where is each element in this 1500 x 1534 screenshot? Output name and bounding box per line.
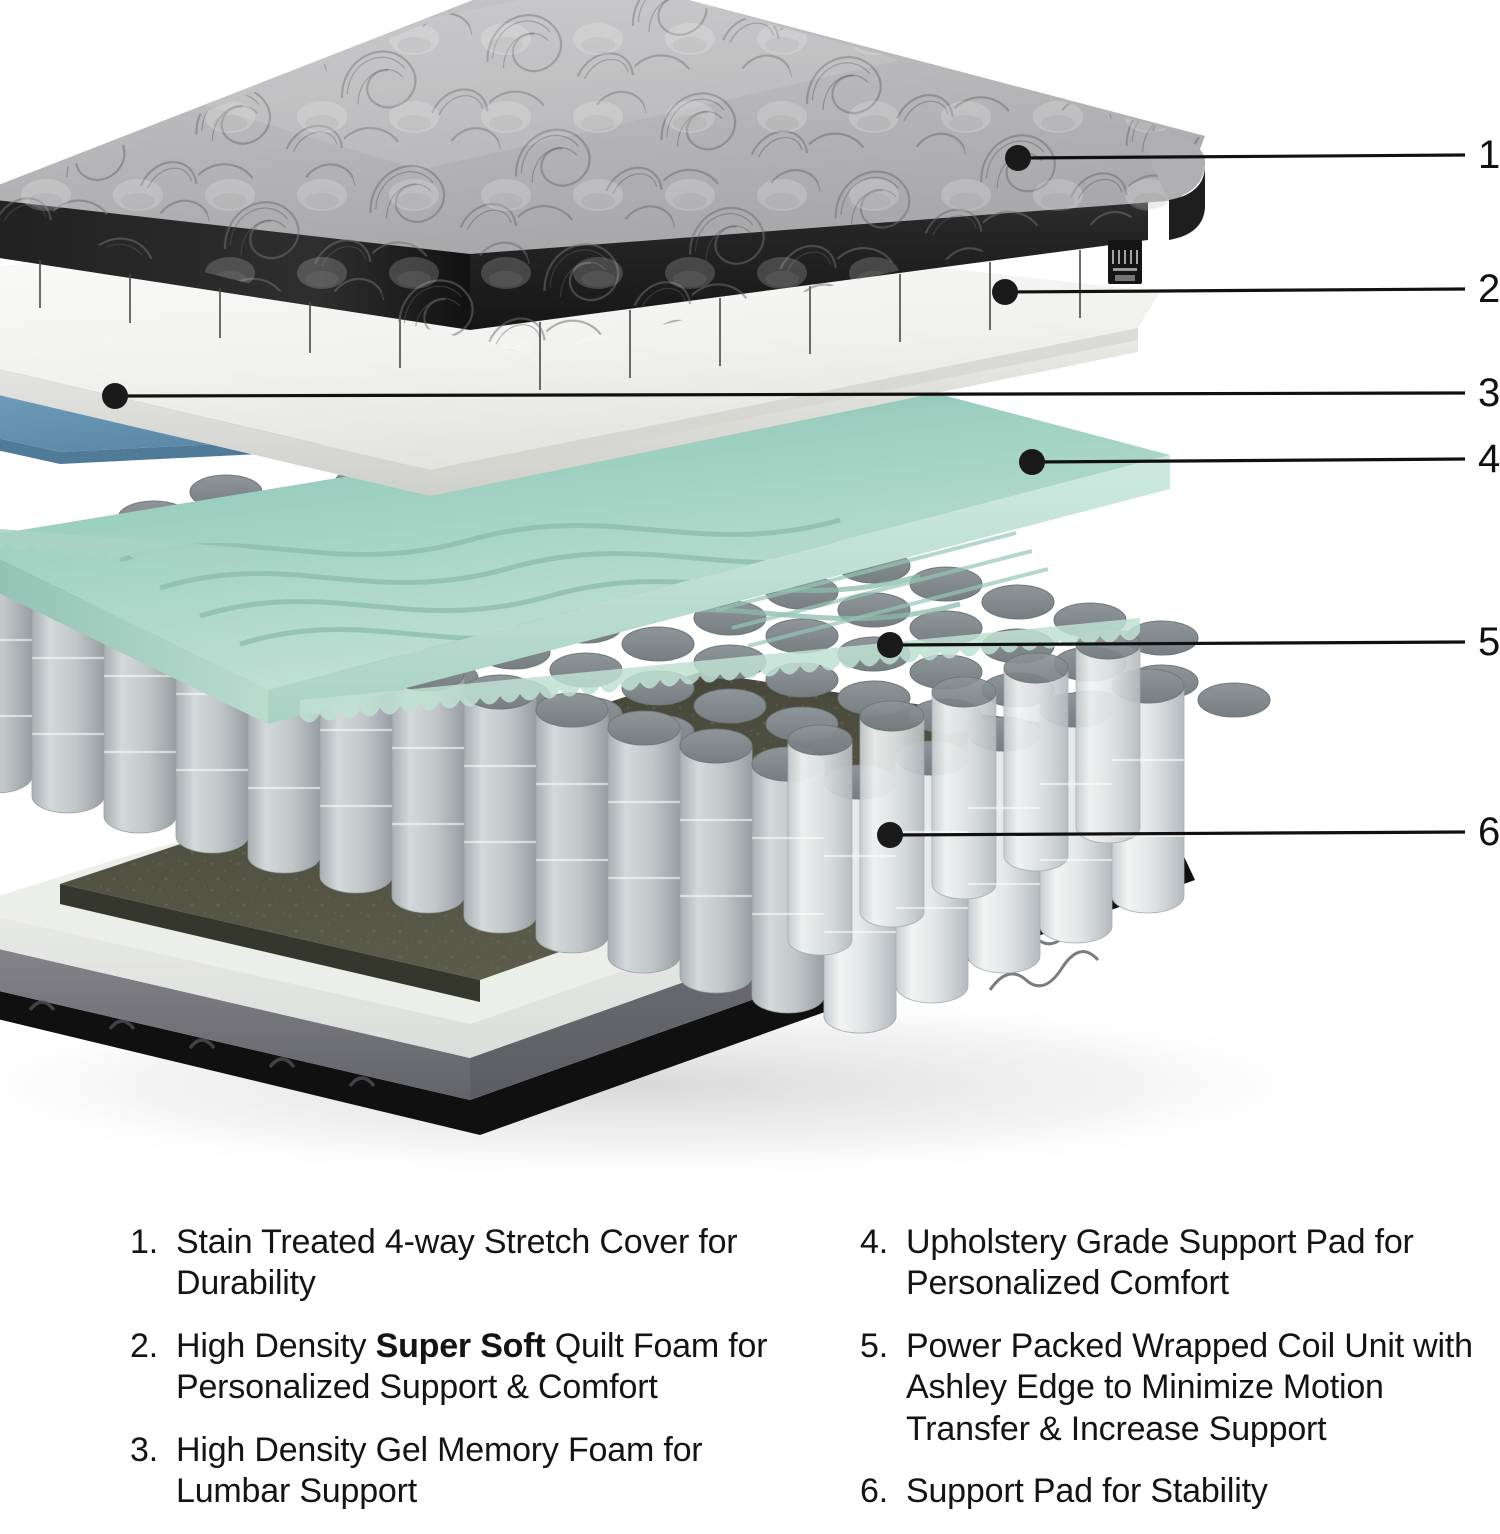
legend-item-number: 3. <box>130 1430 158 1469</box>
legend-left-item: 3. High Density Gel Memory Foam for Lumba… <box>130 1430 810 1513</box>
legend-column-right: 4. Upholstery Grade Support Pad for Perso… <box>860 1222 1490 1534</box>
legend-left-item: 1. Stain Treated 4-way Stretch Cover for … <box>130 1222 810 1305</box>
callout-dot-5 <box>877 632 903 658</box>
diagram-svg <box>0 0 1466 1180</box>
callout-dot-1 <box>1005 145 1031 171</box>
callout-number-1: 1 <box>1478 133 1500 177</box>
legend-item-number: 2. <box>130 1326 158 1365</box>
callout-number-6: 6 <box>1478 810 1500 854</box>
callout-number-4: 4 <box>1478 437 1500 481</box>
callout-dot-6 <box>877 822 903 848</box>
legend-item-number: 4. <box>860 1223 888 1261</box>
layer-support-pad <box>0 385 1170 724</box>
legend-right-item: 5. Power Packed Wrapped Coil Unit with As… <box>860 1326 1490 1450</box>
legend-item-text: Stain Treated 4-way Stretch Cover for Du… <box>176 1223 738 1303</box>
brand-tag <box>1108 240 1142 284</box>
legend-right-item: 6. Support Pad for Stability <box>860 1471 1490 1512</box>
mattress-exploded-diagram: 1 2 3 4 5 6 <box>0 0 1500 1180</box>
legend-item-text: High Density Gel Memory Foam for Lumbar … <box>176 1430 703 1511</box>
feature-legend: 1. Stain Treated 4-way Stretch Cover for … <box>0 1222 1500 1510</box>
callout-dots <box>102 145 1045 848</box>
legend-right-item: 4. Upholstery Grade Support Pad for Perso… <box>860 1222 1490 1305</box>
callout-dot-3 <box>102 383 128 409</box>
callout-number-2: 2 <box>1478 267 1500 311</box>
callout-dot-4 <box>1019 449 1045 475</box>
legend-item-number: 6. <box>860 1472 888 1511</box>
legend-left-item: 2. High Density Super Soft Quilt Foam for… <box>130 1326 810 1409</box>
legend-item-number: 5. <box>860 1326 888 1365</box>
legend-item-text: Upholstery Grade Support Pad for Persona… <box>906 1223 1414 1303</box>
callout-number-5: 5 <box>1478 620 1500 664</box>
callout-dot-2 <box>992 279 1018 305</box>
legend-item-text: High Density Super Soft Quilt Foam for P… <box>176 1326 768 1407</box>
legend-item-text: Power Packed Wrapped Coil Unit with Ashl… <box>906 1326 1473 1448</box>
legend-column-left: 1. Stain Treated 4-way Stretch Cover for … <box>130 1222 810 1534</box>
legend-item-number: 1. <box>130 1223 158 1261</box>
callout-leaders <box>114 153 1466 837</box>
legend-item-text: Support Pad for Stability <box>906 1472 1268 1511</box>
callout-number-3: 3 <box>1478 371 1500 415</box>
